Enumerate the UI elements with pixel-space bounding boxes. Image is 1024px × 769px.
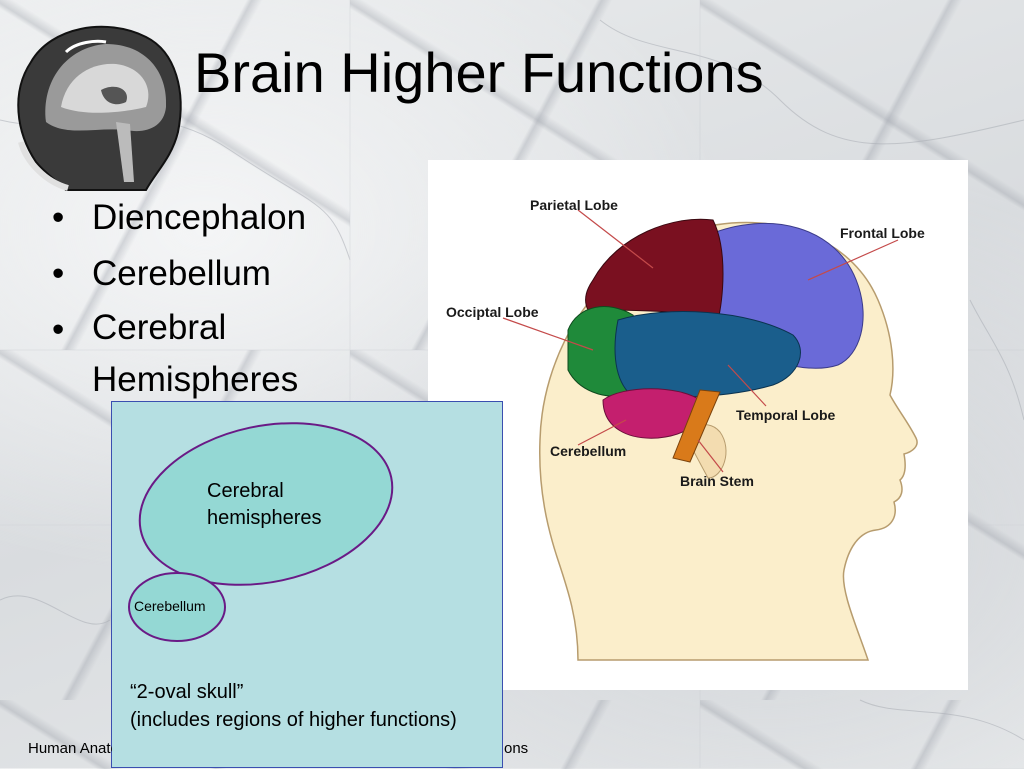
label-frontal-lobe: Frontal Lobe <box>840 225 925 241</box>
caption-line1: “2-oval skull” <box>130 681 244 703</box>
cerebral-hemispheres-label-line2: hemispheres <box>207 507 322 529</box>
slide-title: Brain Higher Functions <box>194 41 764 104</box>
cerebral-hemispheres-label-line1: Cerebral <box>207 480 284 502</box>
cerebral-hemispheres-oval <box>138 422 394 586</box>
brain-stem-region <box>672 389 721 463</box>
bullet-item-diencephalon: • Diencephalon <box>52 190 392 246</box>
oval-shapes <box>128 422 394 642</box>
temporal-lobe-region <box>614 311 801 398</box>
bullet-dot: • <box>52 310 65 349</box>
bullet-list: • Diencephalon • Cerebellum • Cerebral H… <box>52 190 392 406</box>
label-cerebellum: Cerebellum <box>550 443 626 459</box>
parietal-lobe-region <box>585 218 724 321</box>
bullet-text-continuation: Hemispheres <box>92 360 299 399</box>
bullet-item-cerebral-hemispheres: • Cerebral Hemispheres <box>52 302 392 406</box>
bullet-dot: • <box>52 198 65 237</box>
head-illustration: Parietal Lobe Frontal Lobe Occiptal Lobe… <box>446 197 925 661</box>
bullet-text: Diencephalon <box>92 198 307 237</box>
two-oval-skull-diagram: Cerebral hemispheres Cerebellum “2-oval … <box>111 401 503 768</box>
caption-line2: (includes regions of higher functions) <box>130 709 457 731</box>
bullet-item-cerebellum: • Cerebellum <box>52 246 392 302</box>
label-parietal-lobe: Parietal Lobe <box>530 197 618 213</box>
diagram-caption: “2-oval skull” (includes regions of high… <box>130 678 457 734</box>
cerebral-hemispheres-label: Cerebral hemispheres <box>207 478 322 532</box>
bullet-text: Cerebellum <box>92 254 271 293</box>
footer-left: Human Anatomy <box>28 740 112 757</box>
label-temporal-lobe: Temporal Lobe <box>736 407 836 423</box>
bullet-text: Cerebral <box>92 308 227 347</box>
label-occipital-lobe: Occiptal Lobe <box>446 304 539 320</box>
brain-lobes-figure: Parietal Lobe Frontal Lobe Occiptal Lobe… <box>428 160 968 690</box>
cerebellum-oval-label: Cerebellum <box>134 598 206 614</box>
bullet-dot: • <box>52 254 65 293</box>
label-brain-stem: Brain Stem <box>680 473 754 489</box>
footer-right: ons <box>504 740 529 757</box>
mri-head-thumbnail <box>17 25 182 191</box>
cerebellum-oval <box>128 572 226 642</box>
